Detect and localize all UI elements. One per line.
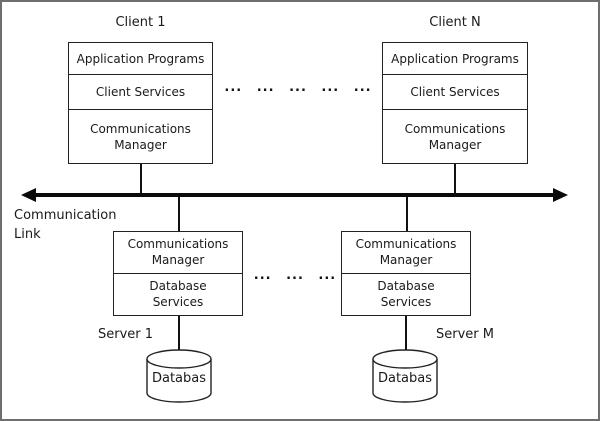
database-icon (372, 349, 438, 403)
database-services-label: Database Services (149, 279, 207, 309)
clients-ellipsis: ... ... ... ... ... (224, 80, 372, 95)
client-services-label: Client Services (410, 85, 500, 99)
communications-manager-label: Communications Manager (90, 121, 191, 152)
client-1-application-programs: Application Programs (69, 43, 212, 74)
server-1-communications-manager: Communications Manager (114, 232, 242, 273)
client-n-application-programs: Application Programs (383, 43, 527, 74)
server-m-database-services: Database Services (342, 273, 470, 315)
client-services-label: Client Services (95, 85, 186, 99)
server-1-database-services: Database Services (114, 273, 242, 315)
client-1-title: Client 1 (115, 15, 166, 30)
communication-link-line (33, 193, 557, 197)
client-1-communications-manager: Communications Manager (69, 109, 212, 163)
arrowhead-left-icon (21, 188, 36, 202)
communication-link-label: Communication Link (14, 208, 117, 242)
client-1-client-services: Client Services (69, 74, 212, 109)
database-icon (146, 349, 212, 403)
server-m-title: Server M (436, 327, 494, 342)
client-n-client-services: Client Services (383, 74, 527, 109)
servers-ellipsis: ... ... ... (253, 268, 337, 283)
application-programs-label: Application Programs (391, 51, 519, 66)
server-1-bus-connector (178, 197, 180, 231)
client-1-bus-connector (140, 164, 142, 193)
arrowhead-right-icon (553, 188, 568, 202)
database-2-label: Databas (377, 371, 433, 386)
client-1-box: Application Programs Client Services Com… (68, 42, 213, 164)
client-n-bus-connector (454, 164, 456, 193)
communications-manager-label: Communications Manager (355, 237, 457, 267)
client-n-communications-manager: Communications Manager (383, 109, 527, 163)
server-1-title: Server 1 (98, 327, 154, 342)
server-m-communications-manager: Communications Manager (342, 232, 470, 273)
server-1-box: Communications Manager Database Services (113, 231, 243, 316)
server-m-database-connector (405, 316, 407, 351)
database-1-label: Databas (151, 371, 207, 386)
communications-manager-label: Communications Manager (404, 121, 506, 152)
client-n-title: Client N (429, 15, 481, 30)
server-m-box: Communications Manager Database Services (341, 231, 471, 316)
client-n-box: Application Programs Client Services Com… (382, 42, 528, 164)
database-services-label: Database Services (377, 279, 435, 309)
communications-manager-label: Communications Manager (127, 237, 229, 267)
server-1-database-connector (178, 316, 180, 351)
server-m-bus-connector (406, 197, 408, 231)
application-programs-label: Application Programs (76, 51, 205, 66)
